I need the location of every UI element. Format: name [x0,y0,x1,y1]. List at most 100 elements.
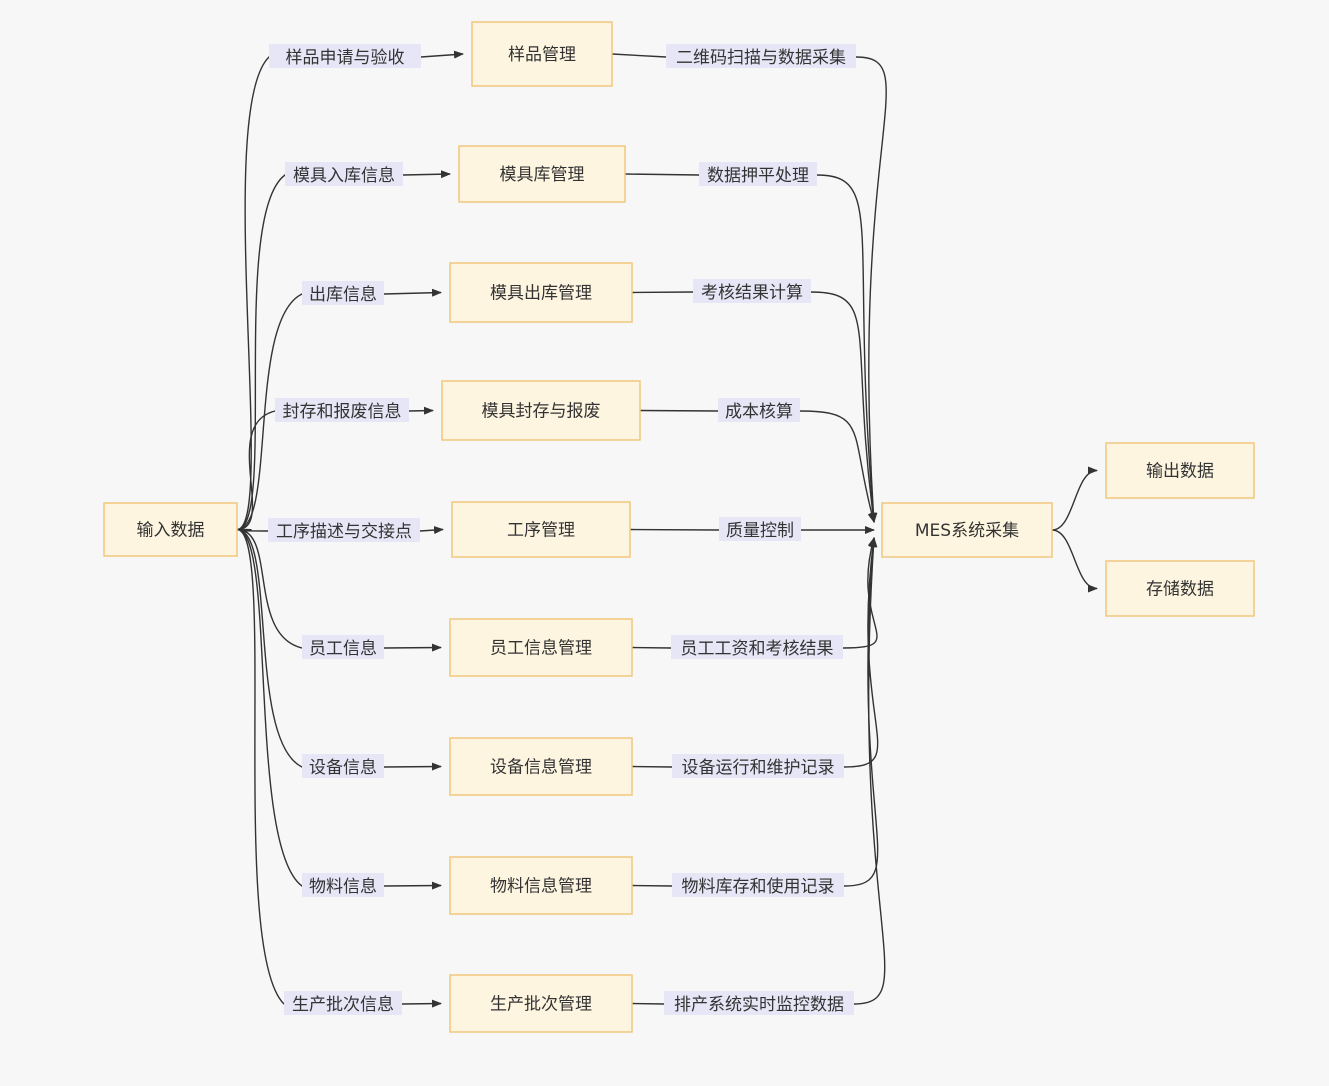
node-label-material: 物料信息管理 [490,877,592,897]
edge-label-mold_seal-to-mes: 成本核算 [718,398,800,422]
node-sample[interactable]: 样品管理 [471,21,613,87]
edge-label-text: 生产批次信息 [292,995,394,1015]
edge-label-bg [666,44,856,68]
edge-label-bg [302,281,384,305]
node-mold_seal[interactable]: 模具封存与报废 [441,380,641,441]
edge-label-bg [268,518,420,542]
edge-label-bg [672,754,844,778]
edge-label-bg [302,754,384,778]
node-box-staff[interactable] [449,618,633,677]
node-box-mold_out[interactable] [449,262,633,323]
node-label-sample: 样品管理 [508,45,576,65]
node-label-mes: MES系统采集 [915,521,1019,541]
edge-label-batch-to-mes: 排产系统实时监控数据 [664,991,854,1015]
node-storage[interactable]: 存储数据 [1105,560,1255,617]
edge-label-bg [275,398,409,422]
node-material[interactable]: 物料信息管理 [449,856,633,915]
edge-label-input-to-mold_seal: 封存和报废信息 [275,398,409,422]
edge-input-to-batch [236,528,442,1008]
edge-label-input-to-staff: 员工信息 [302,635,384,659]
edge-label-bg [719,517,801,541]
edge-sample-to-mes [611,53,887,523]
node-box-sample[interactable] [471,21,613,87]
node-label-mold_seal: 模具封存与报废 [482,402,601,422]
edge-labels-layer: 样品申请与验收模具入库信息出库信息封存和报废信息工序描述与交接点员工信息设备信息… [268,44,856,1015]
edge-label-equipment-to-mes: 设备运行和维护记录 [672,754,844,778]
edge-label-bg [671,635,843,659]
edge-label-text: 排产系统实时监控数据 [674,995,844,1015]
edge-label-bg [302,873,384,897]
node-box-mold_store[interactable] [458,145,626,203]
edge-input-to-sample [236,50,464,531]
edge-label-mold_out-to-mes: 考核结果计算 [693,279,811,303]
node-label-output: 输出数据 [1146,462,1214,482]
edge-label-text: 模具入库信息 [293,166,395,186]
edge-label-bg [693,279,811,303]
edge-label-text: 出库信息 [309,285,377,305]
edge-label-input-to-batch: 生产批次信息 [284,991,402,1015]
nodes-layer: 输入数据 样品管理模具库管理模具出库管理模具封存与报废工序管理员工信息管理设备信息… [103,21,1255,1033]
edge-label-bg [269,44,421,68]
node-mold_store[interactable]: 模具库管理 [458,145,626,203]
node-box-material[interactable] [449,856,633,915]
node-label-mold_store: 模具库管理 [500,165,585,185]
node-process[interactable]: 工序管理 [451,501,631,558]
edge-mold_out-to-mes [631,291,877,523]
node-batch[interactable]: 生产批次管理 [449,974,633,1033]
edge-label-text: 数据押平处理 [707,166,809,186]
edge-label-text: 工序描述与交接点 [276,522,412,542]
node-staff[interactable]: 员工信息管理 [449,618,633,677]
edge-mes-to-storage [1051,529,1098,593]
edge-label-text: 封存和报废信息 [283,402,402,422]
edge-input-to-staff [236,528,442,652]
edge-batch-to-mes [631,537,886,1005]
node-box-mold_seal[interactable] [441,380,641,441]
edge-label-mold_store-to-mes: 数据押平处理 [699,162,817,186]
node-mes[interactable]: MES系统采集 [881,502,1053,558]
edge-label-bg [285,162,403,186]
edge-label-text: 设备信息 [309,758,377,778]
edge-label-bg [284,991,402,1015]
edge-label-text: 设备运行和维护记录 [682,758,835,778]
edge-label-text: 质量控制 [726,521,794,541]
edge-input-to-material [236,528,442,890]
edge-label-staff-to-mes: 员工工资和考核结果 [671,635,843,659]
edge-label-bg [699,162,817,186]
node-output[interactable]: 输出数据 [1105,442,1255,499]
node-box-batch[interactable] [449,974,633,1033]
node-label-staff: 员工信息管理 [490,639,592,659]
edge-label-input-to-mold_out: 出库信息 [302,281,384,305]
node-box-storage[interactable] [1105,560,1255,617]
node-box-process[interactable] [451,501,631,558]
node-mold_out[interactable]: 模具出库管理 [449,262,633,323]
edge-input-to-mold_seal [236,406,434,531]
edge-label-text: 员工信息 [309,639,377,659]
edge-label-sample-to-mes: 二维码扫描与数据采集 [666,44,856,68]
node-label-storage: 存储数据 [1146,580,1214,600]
edge-process-to-mes [629,526,875,534]
edge-equipment-to-mes [631,537,879,768]
edge-label-bg [718,398,800,422]
node-box-input[interactable] [103,502,238,557]
edge-label-process-to-mes: 质量控制 [719,517,801,541]
edge-label-text: 物料库存和使用记录 [682,876,835,897]
edge-label-text: 员工工资和考核结果 [681,639,834,659]
edge-input-to-equipment [236,528,442,771]
node-label-mold_out: 模具出库管理 [490,284,592,304]
node-box-mes[interactable] [881,502,1053,558]
edge-label-text: 样品申请与验收 [286,48,405,68]
edge-mes-to-output [1051,466,1098,531]
node-label-process: 工序管理 [507,521,575,541]
edge-label-input-to-sample: 样品申请与验收 [269,44,421,68]
node-input[interactable]: 输入数据 [103,502,238,557]
edge-label-text: 物料信息 [309,877,377,897]
edge-label-input-to-mold_store: 模具入库信息 [285,162,403,186]
edge-label-text: 二维码扫描与数据采集 [676,48,846,68]
node-equipment[interactable]: 设备信息管理 [449,737,633,796]
node-box-output[interactable] [1105,442,1255,499]
node-box-equipment[interactable] [449,737,633,796]
edge-label-material-to-mes: 物料库存和使用记录 [672,873,844,897]
edge-input-to-mold_store [236,170,451,531]
